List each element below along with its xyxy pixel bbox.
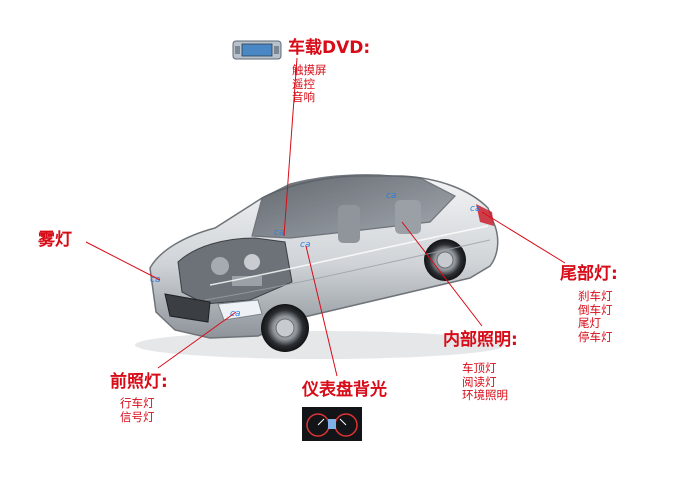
- callout-interior-item: 车顶灯: [462, 361, 497, 375]
- callout-interior-items: 车顶灯 阅读灯 环境照明: [462, 361, 508, 403]
- rear-seat: [395, 200, 421, 234]
- leader-line-interior: [401, 221, 483, 327]
- callout-interior-item: 阅读灯: [462, 374, 497, 389]
- callout-tail-item: 停车灯: [578, 329, 613, 344]
- leader-line-dvd: [283, 57, 298, 237]
- led-marker-dvd: ca: [274, 228, 284, 238]
- front-wheel: [261, 304, 309, 352]
- callout-front-item: 行车灯: [120, 396, 155, 410]
- leader-line-tail: [481, 211, 566, 264]
- callout-front-item: 信号灯: [120, 409, 155, 424]
- led-marker-front: ca: [230, 309, 240, 319]
- callout-front-items: 行车灯 信号灯: [120, 396, 155, 424]
- callout-tail-items: 刹车灯 倒车灯 尾灯 停车灯: [578, 289, 613, 344]
- callout-fog-title: 雾灯: [38, 230, 72, 250]
- led-marker-tail: ca: [470, 204, 480, 214]
- led-marker-fog: ca: [150, 275, 160, 285]
- callout-tail-title: 尾部灯:: [560, 264, 618, 284]
- callout-front-title: 前照灯:: [110, 372, 168, 392]
- rear-wheel: [424, 239, 466, 281]
- callout-dvd-item: 音响: [292, 90, 315, 104]
- callout-dash-title: 仪表盘背光: [302, 380, 387, 400]
- leader-line-fog: [85, 241, 161, 281]
- led-marker-interior: ca: [386, 191, 396, 201]
- callout-tail-item: 倒车灯: [578, 302, 613, 317]
- callout-interior-title: 内部照明:: [443, 330, 518, 350]
- front-seat: [338, 205, 360, 243]
- callout-dvd-title: 车载DVD:: [288, 38, 371, 58]
- car-dvd-unit-icon: [232, 40, 282, 60]
- led-markers: ca ca ca ca ca ca: [150, 191, 480, 319]
- leader-line-front: [157, 311, 237, 369]
- leader-line-dash: [305, 245, 338, 377]
- instrument-cluster-icon: [302, 407, 362, 441]
- callout-tail-item: 尾灯: [578, 316, 601, 330]
- tail-light: [476, 204, 494, 226]
- callout-interior-item: 环境照明: [462, 388, 508, 402]
- callout-dvd-items: 触摸屏 遥控 音响: [292, 63, 327, 105]
- headlight: [217, 299, 263, 321]
- callout-dvd-item: 遥控: [292, 76, 315, 91]
- led-marker-dash: ca: [300, 240, 310, 250]
- callout-dvd-item: 触摸屏: [292, 63, 327, 77]
- callout-tail-item: 刹车灯: [578, 289, 613, 303]
- front-grille: [164, 293, 211, 323]
- engine-bay: [177, 237, 293, 305]
